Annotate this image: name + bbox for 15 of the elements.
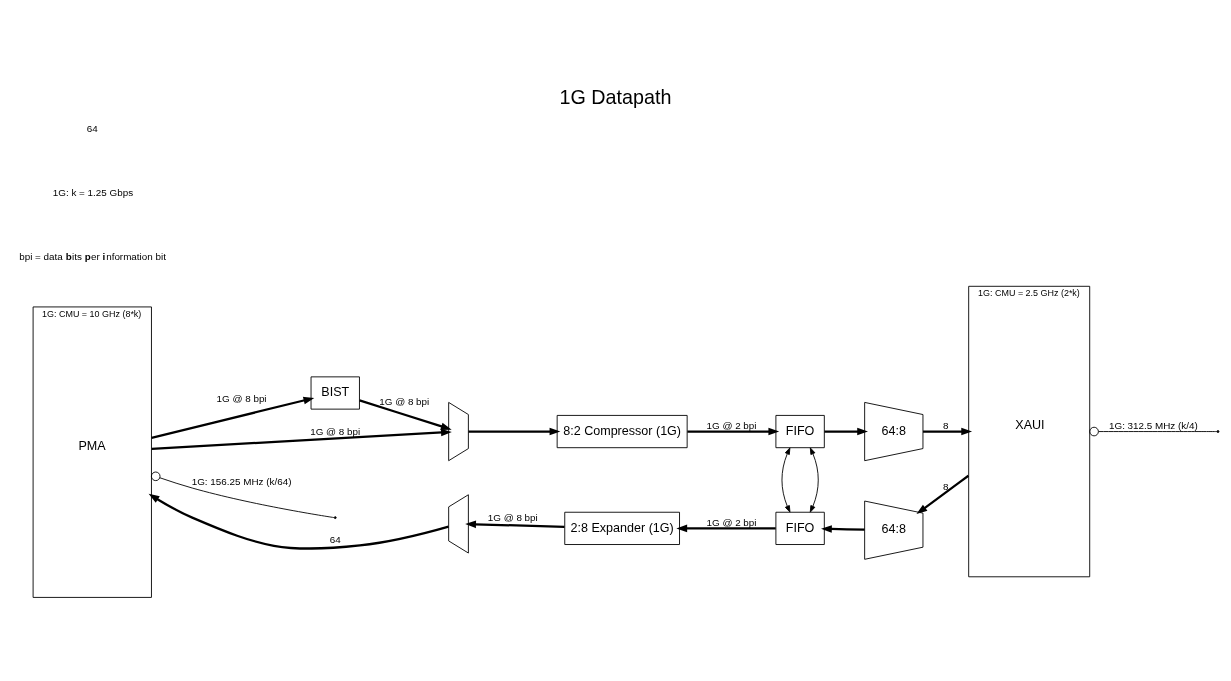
edge-label: 1G @ 2 bpi: [706, 419, 757, 431]
label: 1G: k = 1.25 Gbps: [52, 186, 134, 198]
edge-label: 1G: 156.25 MHz (k/64): [191, 475, 292, 487]
edge-label: 64: [329, 533, 341, 545]
edge-label: 1G @ 8 bpi: [379, 395, 430, 407]
edge-label: 8: [943, 480, 949, 492]
edge-label: 1G @ 2 bpi: [706, 516, 757, 528]
edge-label: 1G @ 8 bpi: [487, 511, 538, 523]
label: 64: [86, 122, 98, 134]
label: bpi = data bits per information bit: [19, 250, 166, 262]
diagram-title: 1G Datapath: [559, 85, 672, 108]
edge-label: 8: [943, 419, 949, 431]
edge-label: 1G @ 8 bpi: [310, 425, 361, 437]
edge-label: 1G @ 8 bpi: [216, 392, 267, 404]
edge-label: 1G: 312.5 MHz (k/4): [1108, 419, 1198, 431]
